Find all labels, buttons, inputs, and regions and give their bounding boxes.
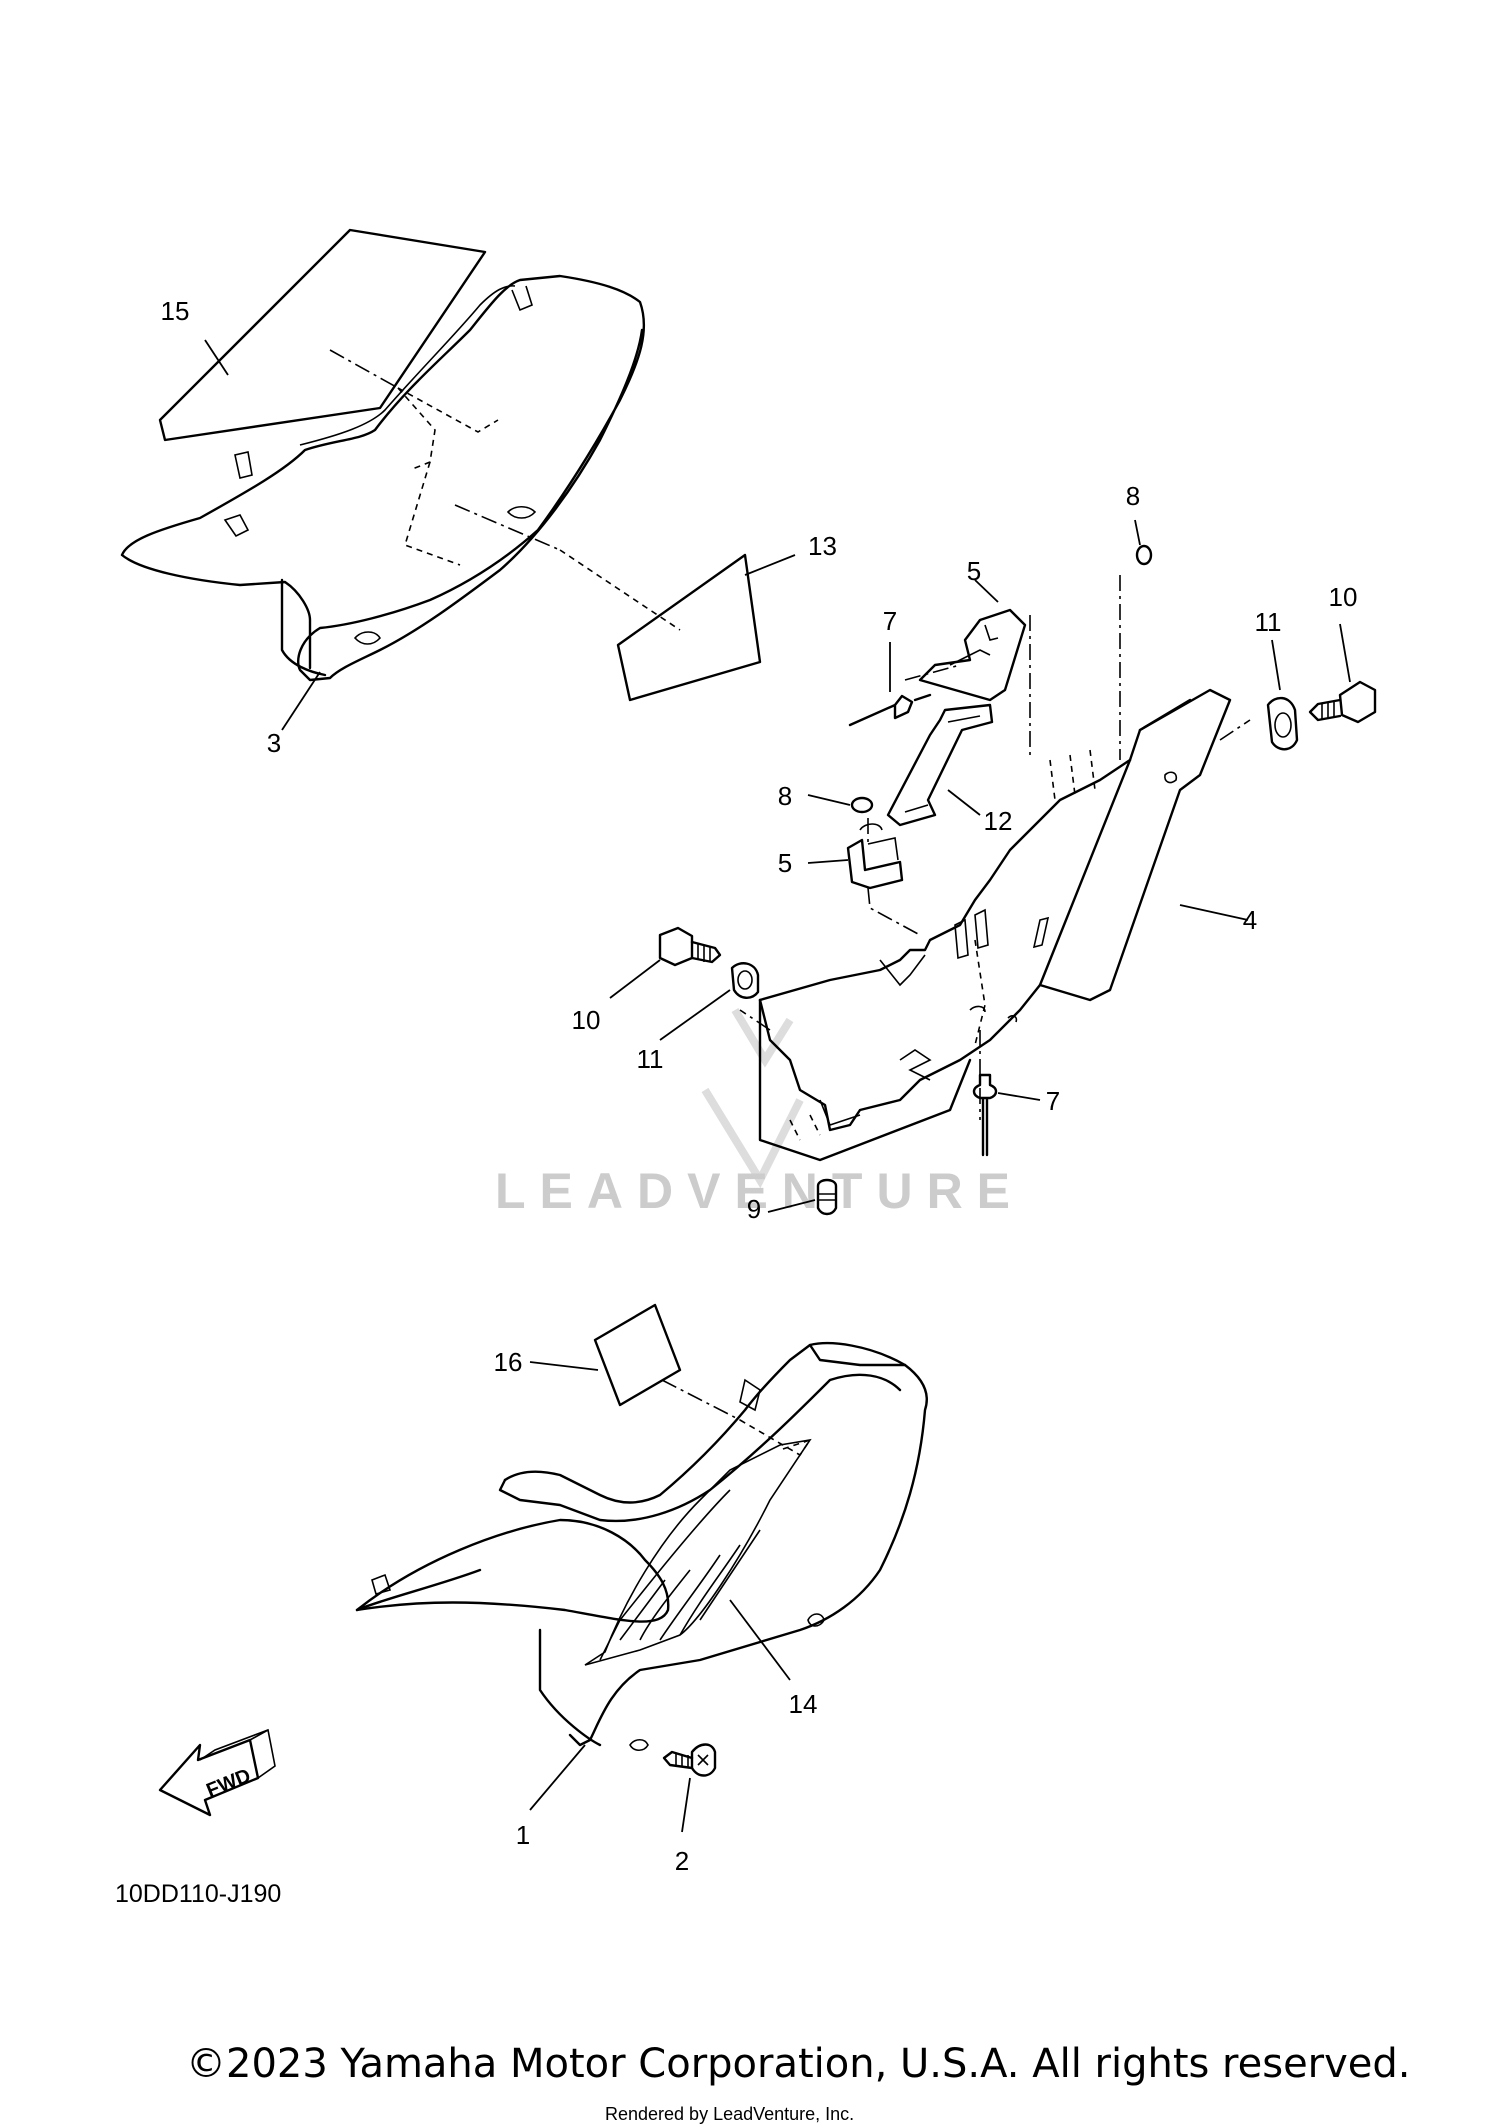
callout-15: 15 — [161, 296, 190, 326]
part-10-bolt-right[interactable] — [1308, 680, 1377, 724]
callout-16: 16 — [494, 1347, 523, 1377]
callout-14: 14 — [789, 1689, 818, 1719]
callout-9: 9 — [747, 1194, 761, 1224]
part-12-strap[interactable] — [886, 703, 994, 827]
part-7-rivet-upper[interactable] — [848, 693, 932, 727]
part-4-bracket[interactable] — [758, 688, 1232, 1162]
diagram-code: 10DD110-J190 — [115, 1880, 281, 1908]
part-9-damper[interactable] — [816, 1178, 838, 1216]
part-5-clip[interactable] — [846, 823, 904, 890]
callout-12: 12 — [984, 806, 1013, 836]
callout-6: 5 — [967, 556, 981, 586]
callout-13: 13 — [808, 531, 837, 561]
fwd-label: FWD — [203, 1765, 253, 1802]
callout-8-upper: 8 — [1126, 481, 1140, 511]
callout-4: 4 — [1243, 905, 1257, 935]
callout-11-left: 11 — [637, 1044, 664, 1074]
callout-10-left: 10 — [572, 1005, 601, 1035]
rendered-by-notice: Rendered by LeadVenture, Inc. — [605, 2104, 854, 2124]
copyright-notice: ©2023 Yamaha Motor Corporation, U.S.A. A… — [186, 2041, 1411, 2087]
callout-3: 3 — [267, 728, 281, 758]
callout-2: 2 — [675, 1846, 689, 1876]
part-7-rivet-lower[interactable] — [972, 1073, 998, 1157]
part-11-grommet-right[interactable] — [1266, 696, 1299, 751]
part-16-decal[interactable] — [593, 1303, 682, 1407]
callout-7-lower: 7 — [1046, 1086, 1060, 1116]
watermark-logo-icon — [701, 1007, 804, 1189]
callout-5: 5 — [778, 848, 792, 878]
callout-8-lower: 8 — [778, 781, 792, 811]
watermark-text: LEADVENTURE — [495, 1163, 1024, 1219]
callout-7-upper: 7 — [883, 606, 897, 636]
part-13-decal[interactable] — [616, 553, 762, 702]
part-8-washer-upper[interactable] — [1135, 544, 1153, 566]
part-6-holder[interactable] — [918, 608, 1027, 702]
callout-1: 1 — [516, 1820, 530, 1850]
callout-11-right: 11 — [1255, 607, 1282, 637]
part-15-decal[interactable] — [158, 228, 487, 442]
part-10-bolt-left[interactable] — [658, 926, 722, 967]
part-1-side-cover[interactable] — [355, 1342, 928, 1752]
part-3-side-cover[interactable] — [120, 274, 646, 682]
part-11-grommet-left[interactable] — [730, 962, 760, 999]
fwd-arrow-icon — [158, 1728, 276, 1817]
callout-10-right: 10 — [1329, 582, 1358, 612]
leader-lines — [204, 339, 1351, 1833]
part-2-screw[interactable] — [662, 1743, 717, 1777]
part-8-washer-lower[interactable] — [850, 796, 874, 814]
